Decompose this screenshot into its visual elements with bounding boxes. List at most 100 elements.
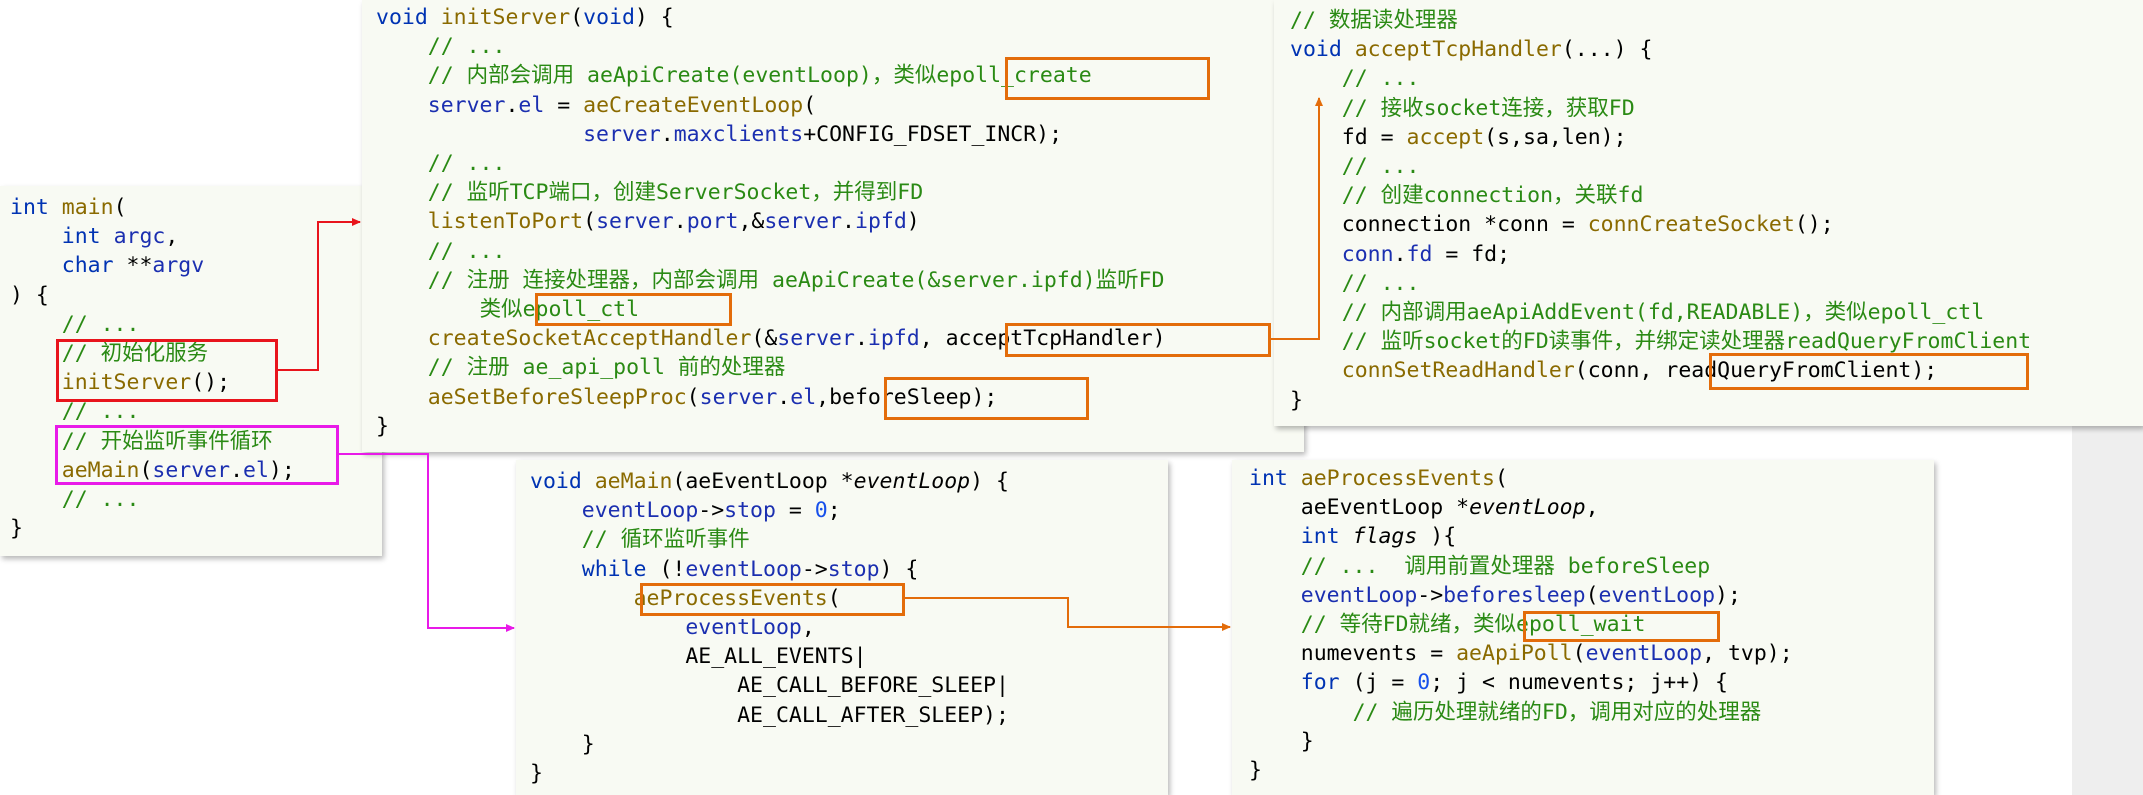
- background-strip: [2072, 426, 2143, 795]
- code-token: ,: [165, 224, 179, 250]
- code-token: AE_ALL_EVENTS|: [530, 644, 867, 670]
- code-token: (aeEventLoop *: [672, 469, 854, 494]
- code-token: // 注册 ae_api_poll 前的处理器: [427, 355, 786, 381]
- code-token: // ...: [61, 311, 140, 337]
- code-line: // 数据读处理器: [1290, 8, 1458, 33]
- panel-ae-main: [516, 460, 1168, 795]
- code-token: initServer: [440, 5, 571, 30]
- code-token: initServer: [61, 370, 192, 396]
- code-token: port: [686, 209, 739, 235]
- code-line: server.maxclients+CONFIG_FDSET_INCR);: [376, 122, 1062, 147]
- panel-init-server: [362, 0, 1304, 452]
- code-token: ();: [1794, 212, 1834, 238]
- highlight-ae-process-events-call: [640, 583, 905, 616]
- code-line: void acceptTcpHandler(...) {: [1290, 37, 1652, 62]
- code-token: aeCreateEventLoop: [583, 92, 804, 118]
- code-line: aeEventLoop *eventLoop,: [1249, 495, 1599, 520]
- code-line: }: [376, 414, 389, 439]
- code-line: numevents = aeApiPoll(eventLoop, tvp);: [1249, 641, 1793, 666]
- code-line: // 创建connection，关联fd: [1290, 183, 1644, 209]
- code-token: argv: [152, 253, 205, 279]
- code-token: el: [790, 384, 817, 410]
- code-token: // 创建connection，关联fd: [1341, 183, 1644, 209]
- code-token: int: [61, 224, 101, 250]
- code-token: eventLoop: [685, 556, 802, 582]
- code-line: // ...: [1290, 270, 1420, 296]
- code-token: // ...: [1341, 270, 1420, 296]
- code-token: (: [827, 585, 841, 611]
- code-line: }: [530, 732, 595, 757]
- code-line: }: [1249, 758, 1262, 783]
- code-line: while (!eventLoop->stop) {: [530, 556, 919, 582]
- code-token: connSetReadHandler: [1341, 358, 1575, 384]
- code-token: eventLoop: [1469, 495, 1586, 521]
- code-token: fd =: [1290, 124, 1407, 150]
- code-token: // ...: [1341, 66, 1420, 92]
- code-line: // 开始监听事件循环: [10, 429, 273, 454]
- code-line: // ...: [1290, 66, 1420, 92]
- code-line: // 内部调用aeApiAddEvent(fd,READABLE)，类似epol…: [1290, 300, 1984, 325]
- code-token: );: [1715, 582, 1741, 608]
- code-line: // 注册 连接处理器，内部会调用 aeApiCreate(&server.ip…: [376, 268, 1165, 293]
- code-token: (: [686, 384, 700, 410]
- code-token: // 内部调用aeApiAddEvent(fd,READABLE)，类似epol…: [1341, 300, 1985, 326]
- code-token: // 注册 连接处理器，内部会调用 aeApiCreate(&server.ip…: [427, 267, 1165, 293]
- code-token: // ...: [427, 34, 506, 60]
- code-token: void: [376, 5, 428, 30]
- code-token: eventLoop: [853, 469, 971, 494]
- code-token: numevents =: [1249, 641, 1457, 667]
- code-token: ->: [698, 498, 725, 524]
- code-token: server: [427, 92, 506, 118]
- code-token: aeEventLoop *: [1249, 495, 1470, 521]
- code-line: // ...: [376, 34, 506, 60]
- code-line: initServer();: [10, 370, 230, 395]
- code-token: ) {: [970, 469, 1009, 494]
- code-token: void: [1290, 37, 1342, 63]
- code-token: while: [581, 556, 647, 582]
- highlight-read-query-from-client: [1709, 353, 2029, 390]
- code-line: void aeMain(aeEventLoop *eventLoop) {: [530, 469, 1009, 494]
- arrow-accept-handler-to-definition: [1271, 97, 1323, 340]
- code-line: connection *conn = connCreateSocket();: [1290, 212, 1834, 237]
- code-token: , tvp);: [1702, 641, 1793, 667]
- code-token: eventLoop: [685, 615, 802, 641]
- code-line: int aeProcessEvents(: [1249, 466, 1508, 491]
- code-token: // 监听socket的FD读事件，并绑定读处理器readQueryFromCl…: [1341, 329, 2032, 355]
- code-token: eventLoop: [581, 498, 699, 524]
- code-token: ->: [1417, 582, 1444, 608]
- code-token: (: [570, 5, 584, 30]
- code-line: // 初始化服务: [10, 341, 208, 366]
- code-token: server: [777, 326, 855, 352]
- code-token: aeProcessEvents: [1300, 466, 1495, 491]
- code-line: // 监听socket的FD读事件，并绑定读处理器readQueryFromCl…: [1290, 329, 2031, 354]
- code-line: 类似epoll_ctl: [376, 297, 640, 323]
- code-line: // ...: [10, 311, 140, 337]
- code-token: 0: [1417, 670, 1431, 696]
- code-token: 类似epoll_ctl: [479, 297, 640, 323]
- code-token: ) {: [10, 282, 49, 308]
- code-token: .: [854, 326, 868, 352]
- code-line: createSocketAcceptHandler(&server.ipfd, …: [376, 326, 1166, 351]
- code-line: }: [10, 516, 23, 541]
- code-token: (: [803, 92, 817, 118]
- code-token: **: [113, 253, 153, 279]
- code-token: (: [1585, 582, 1599, 608]
- code-token: // ...: [61, 487, 140, 513]
- code-token: .: [1393, 241, 1407, 267]
- code-token: (&: [751, 326, 778, 352]
- code-token: eventLoop: [1598, 582, 1716, 608]
- code-token: }: [530, 761, 543, 787]
- code-line: AE_ALL_EVENTS|: [530, 644, 867, 670]
- code-token: // 监听TCP端口，创建ServerSocket，并得到FD: [427, 180, 924, 206]
- code-token: ) {: [634, 5, 674, 30]
- code-token: listenToPort: [427, 209, 584, 235]
- code-token: server: [596, 209, 674, 235]
- highlight-epoll-create: [1005, 57, 1210, 100]
- code-token: =: [544, 92, 584, 118]
- code-token: (: [583, 209, 597, 235]
- code-line: // ... 调用前置处理器 beforeSleep: [1249, 554, 1710, 579]
- code-token: (!: [646, 556, 686, 582]
- highlight-accept-tcp-handler: [1005, 323, 1271, 357]
- code-token: acceptTcpHandler: [1354, 37, 1562, 63]
- panel-ae-process-events: [1232, 460, 1934, 795]
